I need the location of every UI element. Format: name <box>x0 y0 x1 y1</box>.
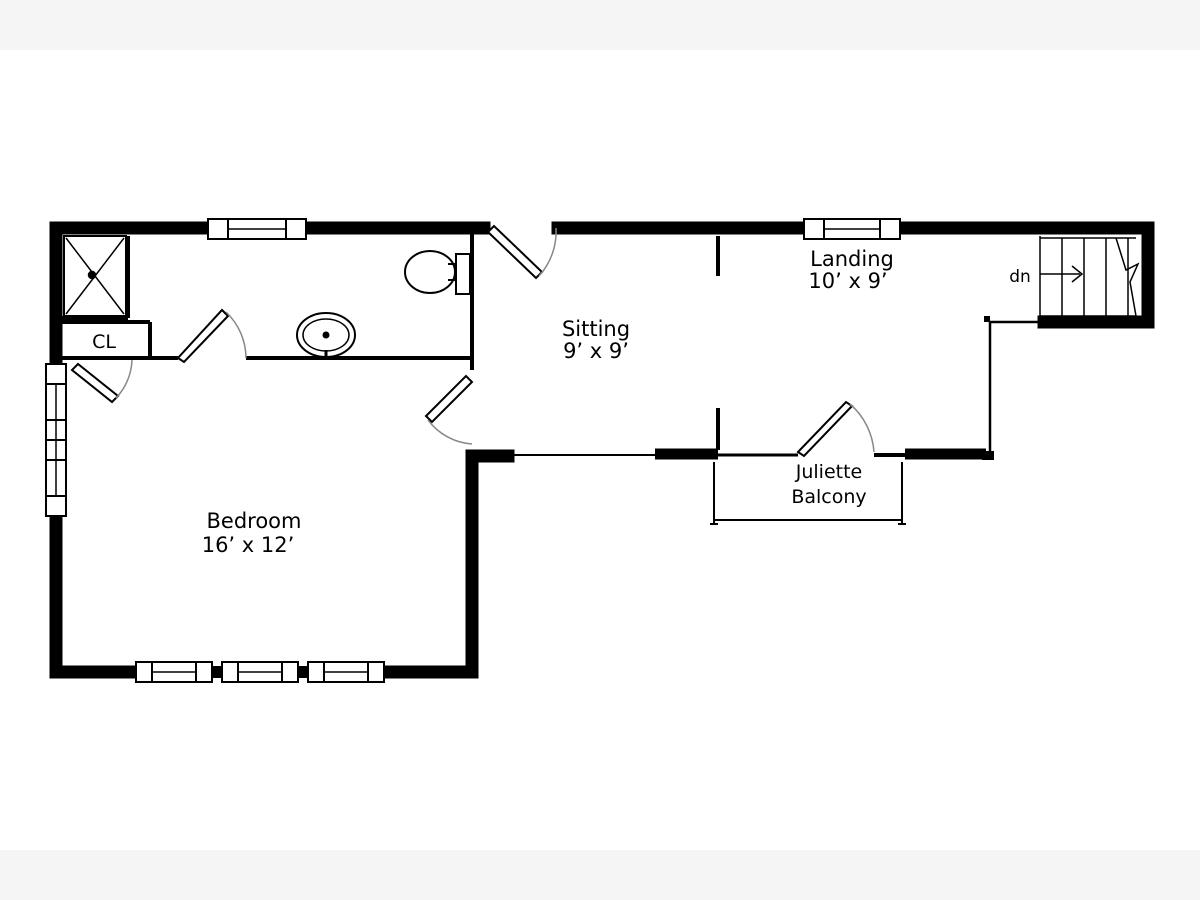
door-balcony <box>796 400 875 458</box>
door-closet <box>70 359 133 404</box>
stair-arrow-icon <box>1071 265 1084 283</box>
landing-name: Landing <box>810 247 894 271</box>
sitting-name: Sitting <box>562 317 630 341</box>
bottom-band <box>0 850 1200 900</box>
interior-walls <box>56 228 474 370</box>
balcony-label-line1: Juliette <box>795 461 862 483</box>
window-bedroom-left <box>45 363 67 517</box>
sitting-size: 9’ x 9’ <box>563 339 629 363</box>
landing-size: 10’ x 9’ <box>808 269 887 293</box>
window-bath-top <box>207 218 307 240</box>
toilet-fixture <box>404 250 471 295</box>
window-bedroom-bottom <box>135 661 385 683</box>
stairs <box>1039 236 1140 317</box>
door-bedroom-sitting <box>424 374 474 445</box>
window-landing-top <box>803 218 901 240</box>
closet-label: CL <box>92 331 116 353</box>
exterior-walls <box>49 221 1155 679</box>
landing-railing <box>988 320 1044 452</box>
sink-fixture <box>296 312 356 358</box>
top-band <box>0 0 1200 50</box>
plan-sheet <box>0 50 1200 850</box>
balcony-label-line2: Balcony <box>791 486 866 508</box>
shower-fixture <box>63 235 127 317</box>
door-sitting-entry <box>486 224 557 280</box>
bedroom-name: Bedroom <box>207 509 302 533</box>
bedroom-size: 16’ x 12’ <box>202 533 295 557</box>
stairs-direction-label: dn <box>1009 267 1031 287</box>
juliette-balcony <box>710 462 906 525</box>
door-bathroom <box>176 308 247 364</box>
